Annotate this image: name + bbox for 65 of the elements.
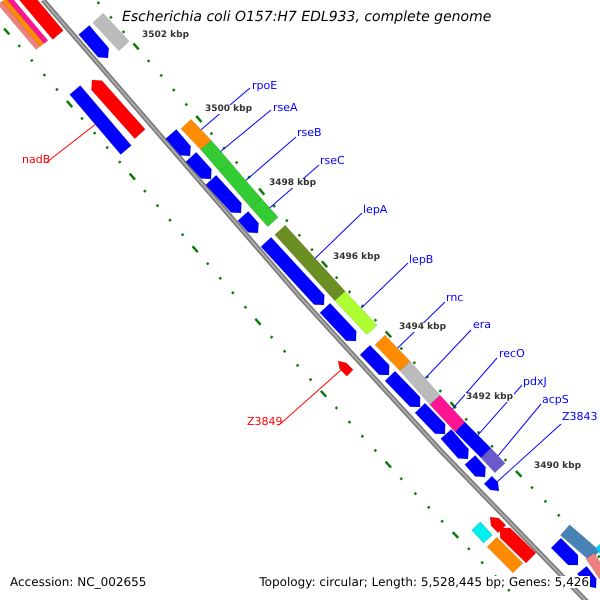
gene-feature bbox=[360, 344, 390, 376]
scale-label: 3496 kbp bbox=[332, 253, 382, 262]
gene-feature bbox=[429, 394, 466, 432]
gene-feature bbox=[185, 152, 212, 180]
gene-label: Z3843 bbox=[562, 411, 598, 422]
leader-line bbox=[245, 136, 296, 181]
leader-line bbox=[220, 110, 272, 152]
gene-feature bbox=[384, 370, 420, 408]
gene-feature bbox=[480, 448, 506, 474]
gene-feature bbox=[484, 476, 500, 492]
gene-feature bbox=[165, 128, 191, 156]
scale-label: 3490 kbp bbox=[533, 462, 582, 471]
title: Escherichia coli O157:H7 EDL933, complete genome bbox=[122, 10, 492, 24]
gene-label: Z3849 bbox=[247, 416, 283, 427]
gene-feature bbox=[500, 528, 536, 564]
gene-feature bbox=[440, 428, 469, 460]
gene-feature bbox=[471, 521, 493, 544]
gene-feature bbox=[414, 402, 446, 434]
gene-feature bbox=[250, 198, 279, 228]
gene-feature bbox=[237, 210, 259, 234]
leader-line bbox=[360, 262, 408, 309]
gene-feature bbox=[78, 24, 110, 58]
scale-label: 3498 kbp bbox=[268, 179, 318, 188]
gene-feature bbox=[374, 334, 410, 372]
gene-label: rpoE bbox=[252, 80, 278, 91]
gene-feature bbox=[490, 516, 506, 534]
gene-feature bbox=[260, 236, 325, 306]
gene-label: nadB bbox=[22, 154, 50, 165]
leader-line bbox=[452, 358, 498, 410]
gene-label: rseC bbox=[320, 155, 345, 166]
leader-line bbox=[46, 124, 96, 162]
gene-label: rnc bbox=[446, 292, 464, 303]
gene-feature bbox=[334, 290, 378, 336]
gene-feature bbox=[200, 140, 231, 172]
gene-feature bbox=[69, 85, 132, 155]
gene-feature bbox=[338, 360, 354, 377]
scale-label: 3502 kbp bbox=[141, 31, 190, 40]
gene-label: rseA bbox=[273, 102, 298, 113]
leader-line bbox=[278, 370, 342, 426]
gene-feature bbox=[550, 538, 578, 566]
gene-feature bbox=[91, 80, 146, 140]
gene-label: acpS bbox=[542, 394, 569, 405]
gene-feature bbox=[180, 118, 212, 150]
gene-label: era bbox=[473, 319, 492, 330]
leader-line bbox=[314, 212, 362, 259]
gene-label: lepB bbox=[409, 254, 434, 265]
leader-line bbox=[477, 384, 522, 436]
gene-label: rseB bbox=[297, 127, 322, 138]
accession-text: Accession: NC_002655 bbox=[9, 576, 148, 588]
leader-line bbox=[498, 404, 542, 456]
scale-label: 3494 kbp bbox=[398, 323, 448, 332]
leader-line bbox=[424, 330, 472, 379]
gene-label: recO bbox=[499, 348, 525, 359]
gene-label: pdxJ bbox=[523, 376, 547, 387]
scale-label: 3492 kbp bbox=[465, 393, 514, 402]
gene-feature bbox=[319, 302, 357, 342]
gene-label: lepA bbox=[363, 204, 388, 215]
gene-feature bbox=[219, 162, 262, 208]
gene-feature bbox=[486, 536, 524, 574]
gene-feature bbox=[464, 454, 486, 478]
gene-feature bbox=[205, 174, 242, 214]
leader-line bbox=[496, 424, 562, 482]
gene-feature bbox=[399, 360, 441, 406]
genome-stats-text: Topology: circular; Length: 5,528,445 bp; Genes: 5,426 bbox=[258, 576, 590, 588]
scale-label: 3500 kbp bbox=[204, 105, 254, 114]
